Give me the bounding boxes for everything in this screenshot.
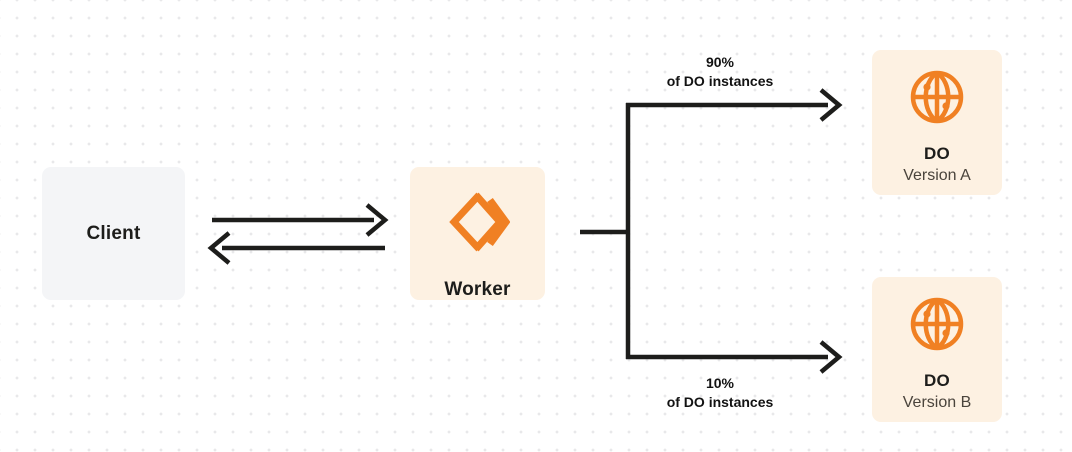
node-do-b-sublabel: Version B: [902, 394, 972, 411]
edge-worker-to-do-a: [626, 88, 843, 122]
edge-label-do-a: 90% of DO instances: [600, 53, 840, 91]
edge-label-do-b: 10% of DO instances: [600, 374, 840, 412]
node-client[interactable]: Client: [42, 167, 185, 300]
edge-client-to-worker: [212, 203, 389, 237]
globe-icon: [908, 295, 966, 353]
node-worker[interactable]: Worker: [410, 167, 545, 300]
node-worker-label: Worker: [444, 279, 511, 300]
node-do-a-sublabel: Version A: [903, 167, 971, 184]
node-do-a-label: DO: [924, 144, 950, 163]
cloudflare-workers-icon: [446, 190, 510, 254]
edge-label-do-a-caption: of DO instances: [666, 73, 774, 89]
edge-label-do-b-percent: 10%: [705, 375, 735, 391]
node-do-b-label: DO: [924, 371, 950, 390]
edge-worker-to-client: [207, 231, 385, 265]
node-client-label: Client: [86, 222, 141, 244]
node-do-b[interactable]: DO Version B: [872, 277, 1002, 422]
edge-label-do-b-caption: of DO instances: [666, 394, 774, 410]
node-do-a[interactable]: DO Version A: [872, 50, 1002, 195]
edge-worker-to-do-b: [626, 340, 843, 374]
edge-label-do-a-percent: 90%: [705, 54, 735, 70]
globe-icon: [908, 68, 966, 126]
